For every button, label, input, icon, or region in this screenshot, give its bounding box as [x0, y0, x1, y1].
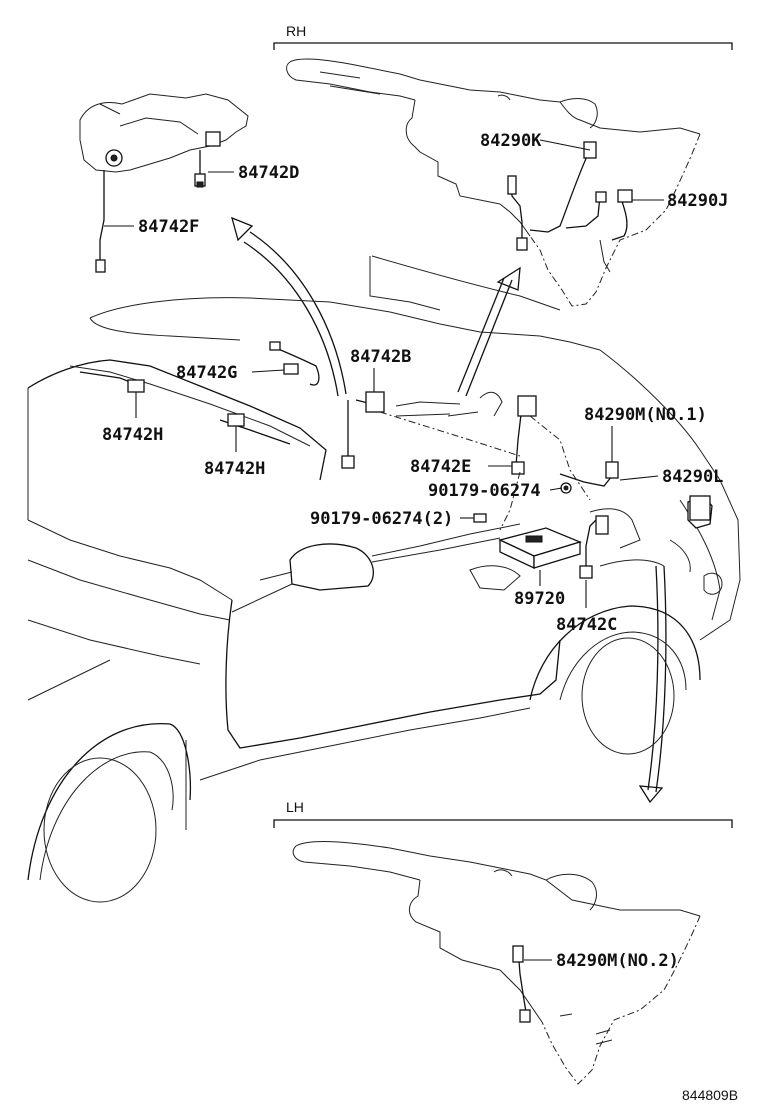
label-84742E: 84742E	[410, 457, 471, 477]
lh-door-panel	[292, 841, 701, 1085]
label-84742H-right: 84742H	[204, 459, 265, 479]
label-90179-06274-qty2: 90179-06274(2)	[310, 509, 453, 529]
lh-section-label: LH	[286, 799, 304, 815]
direction-arrows	[231, 216, 667, 804]
label-84290K: 84290K	[480, 131, 542, 151]
leader-lines	[104, 139, 664, 961]
label-84742H-left: 84742H	[102, 425, 163, 445]
label-84290L: 84290L	[662, 467, 723, 487]
label-84742G: 84742G	[176, 363, 237, 383]
label-89720: 89720	[514, 589, 565, 609]
rh-door-panel	[286, 58, 701, 307]
label-84742D: 84742D	[238, 163, 299, 183]
label-84742F: 84742F	[138, 217, 199, 237]
rh-section-bracket: RH	[273, 23, 733, 50]
wiring-components	[79, 341, 711, 579]
rh-section-label: RH	[286, 23, 306, 39]
part-labels: 84742D 84742F 84290K 84290J 84742G 84742…	[102, 131, 728, 971]
upper-trim-detail	[79, 93, 249, 273]
label-84290J: 84290J	[667, 191, 728, 211]
figure-id: 844809B	[682, 1087, 738, 1103]
label-84290M-no2: 84290M(NO.2)	[556, 951, 679, 971]
label-84742B: 84742B	[350, 347, 411, 367]
lh-section-bracket: LH	[273, 799, 733, 828]
label-84742C: 84742C	[556, 615, 617, 635]
label-84290M-no1: 84290M(NO.1)	[584, 405, 707, 425]
label-90179-06274: 90179-06274	[428, 481, 541, 501]
